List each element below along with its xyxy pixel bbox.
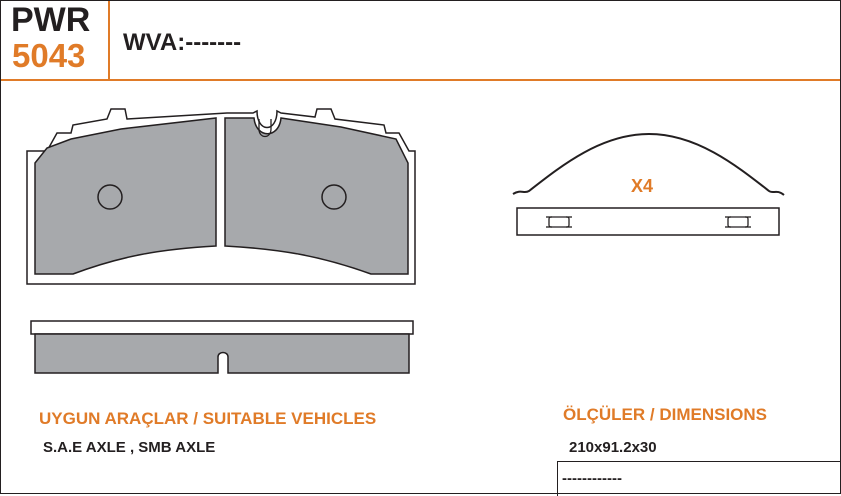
brake-pad-front-view <box>26 108 416 285</box>
dimensions-note: ------------ <box>562 470 622 487</box>
product-code-number: 5043 <box>12 37 86 74</box>
spring-quantity-label: X4 <box>631 176 653 196</box>
product-code-box: PWR 5043 <box>1 1 110 79</box>
header-bar: PWR 5043 WVA:------- <box>1 1 840 81</box>
retainer-bar <box>516 207 780 236</box>
rivet-hole-right <box>321 184 347 210</box>
friction-block-left <box>34 117 217 275</box>
retainer-slot-right <box>725 216 751 228</box>
spring-clip-drawing: X4 <box>512 132 785 236</box>
dimensions-note-box: ------------ <box>557 461 841 496</box>
wva-number: WVA:------- <box>123 29 242 56</box>
friction-block-right <box>224 117 409 275</box>
side-friction-block <box>34 333 410 374</box>
center-clip-notch <box>258 119 272 138</box>
dimensions-value: 210x91.2x30 <box>569 439 657 456</box>
rivet-hole-left <box>97 184 123 210</box>
brake-pad-side-view <box>30 320 414 374</box>
spring-wire <box>512 132 785 196</box>
retainer-slot-left <box>546 216 572 228</box>
suitable-vehicles-title: UYGUN ARAÇLAR / SUITABLE VEHICLES <box>39 409 377 428</box>
suitable-vehicles-value: S.A.E AXLE , SMB AXLE <box>43 439 216 456</box>
side-backing-plate <box>30 320 414 335</box>
dimensions-title: ÖLÇÜLER / DIMENSIONS <box>563 405 768 424</box>
product-code-prefix: PWR <box>11 1 91 39</box>
